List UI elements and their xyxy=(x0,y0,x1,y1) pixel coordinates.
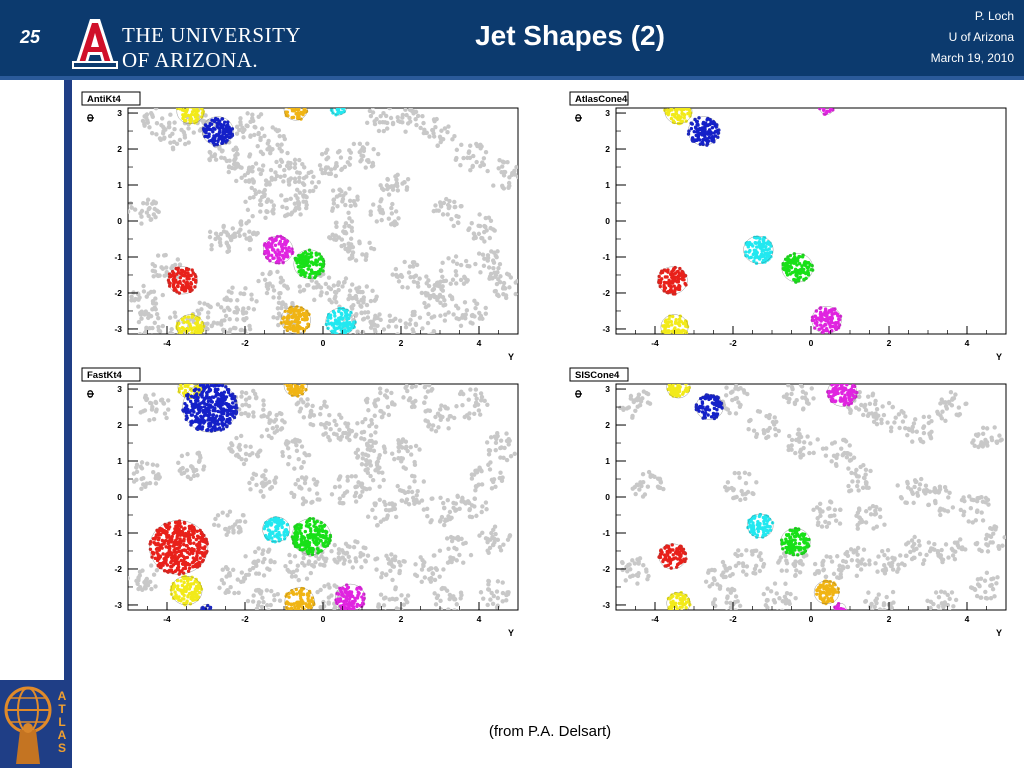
x-tick-label: -4 xyxy=(651,614,659,624)
y-axis-label: Φ xyxy=(574,390,585,398)
slide-title: Jet Shapes (2) xyxy=(420,20,720,52)
university-name-line1: THE UNIVERSITY xyxy=(122,23,301,48)
y-tick-label: -2 xyxy=(114,564,122,574)
y-tick-label: 3 xyxy=(605,384,610,394)
x-axis-label: Y xyxy=(508,352,514,362)
y-tick-label: -1 xyxy=(602,252,610,262)
y-axis-label: Φ xyxy=(86,114,97,122)
plot-canvas: SISCone4 -4 -2 0 2 4 -3 -2 -1 0 1 2 3Y Φ xyxy=(566,366,1016,638)
x-axis-label: Y xyxy=(508,628,514,638)
y-tick-label: 1 xyxy=(117,180,122,190)
sidebar-accent-bar xyxy=(64,80,72,768)
atlas-letter: S xyxy=(58,741,66,755)
x-tick-label: 4 xyxy=(965,614,970,624)
y-axis-label: Φ xyxy=(574,114,585,122)
x-tick-label: 2 xyxy=(399,614,404,624)
x-tick-label: -2 xyxy=(241,338,249,348)
y-tick-label: 3 xyxy=(117,108,122,118)
x-tick-label: 0 xyxy=(809,614,814,624)
plot-frame xyxy=(616,108,1006,334)
y-tick-label: 2 xyxy=(117,144,122,154)
x-tick-label: 0 xyxy=(321,338,326,348)
y-tick-label: -2 xyxy=(114,288,122,298)
plot-title: FastKt4 xyxy=(87,370,123,381)
y-axis-label: Φ xyxy=(86,390,97,398)
plot-canvas: AntiKt4 -4 -2 0 2 4 -3 -2 -1 0 1 2 3Y Φ xyxy=(78,90,528,362)
y-tick-label: -2 xyxy=(602,288,610,298)
y-tick-label: 1 xyxy=(117,456,122,466)
sidebar xyxy=(0,80,64,680)
atlas-letter: T xyxy=(58,702,66,716)
x-tick-label: 0 xyxy=(321,614,326,624)
atlas-letter: A xyxy=(58,728,67,742)
slide-number: 25 xyxy=(20,27,40,48)
author-block: P. Loch U of Arizona March 19, 2010 xyxy=(931,6,1014,69)
y-tick-label: -2 xyxy=(602,564,610,574)
y-tick-label: 0 xyxy=(117,492,122,502)
x-axis-label: Y xyxy=(996,352,1002,362)
university-logo: THE UNIVERSITY OF ARIZONA. xyxy=(72,17,272,71)
y-tick-label: 3 xyxy=(605,108,610,118)
x-tick-label: 4 xyxy=(477,338,482,348)
author-affiliation: U of Arizona xyxy=(931,27,1014,48)
x-tick-label: -4 xyxy=(163,614,171,624)
x-tick-label: 2 xyxy=(887,614,892,624)
plot-title: AntiKt4 xyxy=(87,94,121,105)
plot-title: SISCone4 xyxy=(575,370,620,381)
y-tick-label: 1 xyxy=(605,180,610,190)
y-tick-label: -3 xyxy=(602,600,610,610)
presentation-date: March 19, 2010 xyxy=(931,48,1014,69)
y-tick-label: 0 xyxy=(605,492,610,502)
x-tick-label: 0 xyxy=(809,338,814,348)
y-tick-label: -3 xyxy=(602,324,610,334)
university-a-logo-icon xyxy=(72,17,118,71)
y-tick-label: 3 xyxy=(117,384,122,394)
x-tick-label: -2 xyxy=(729,338,737,348)
university-name-line2: OF ARIZONA. xyxy=(122,48,258,73)
y-tick-label: 1 xyxy=(605,456,610,466)
x-tick-label: -2 xyxy=(729,614,737,624)
author-name: P. Loch xyxy=(931,6,1014,27)
x-tick-label: 4 xyxy=(477,614,482,624)
slide-header: 25 THE UNIVERSITY OF ARIZONA. Jet Shapes… xyxy=(0,0,1024,76)
y-tick-label: 2 xyxy=(605,144,610,154)
plot-canvas: AtlasCone4 -4 -2 0 2 4 -3 -2 -1 0 1 2 3Y Φ xyxy=(566,90,1016,362)
x-tick-label: -4 xyxy=(651,338,659,348)
x-tick-label: -2 xyxy=(241,614,249,624)
x-tick-label: 2 xyxy=(887,338,892,348)
y-tick-label: -3 xyxy=(114,600,122,610)
x-tick-label: -4 xyxy=(163,338,171,348)
y-tick-label: 0 xyxy=(605,216,610,226)
y-tick-label: -1 xyxy=(114,528,122,538)
source-credit: (from P.A. Delsart) xyxy=(430,723,670,740)
atlas-letter: L xyxy=(58,715,65,729)
y-tick-label: 0 xyxy=(117,216,122,226)
y-tick-label: -1 xyxy=(114,252,122,262)
plot-canvas: FastKt4 -4 -2 0 2 4 -3 -2 -1 0 1 2 3Y Φ xyxy=(78,366,528,638)
x-axis-label: Y xyxy=(996,628,1002,638)
x-tick-label: 4 xyxy=(965,338,970,348)
y-tick-label: 2 xyxy=(605,420,610,430)
plot-title: AtlasCone4 xyxy=(575,94,628,105)
x-tick-label: 2 xyxy=(399,338,404,348)
y-tick-label: -1 xyxy=(602,528,610,538)
y-tick-label: 2 xyxy=(117,420,122,430)
header-divider xyxy=(0,76,1024,80)
y-tick-label: -3 xyxy=(114,324,122,334)
